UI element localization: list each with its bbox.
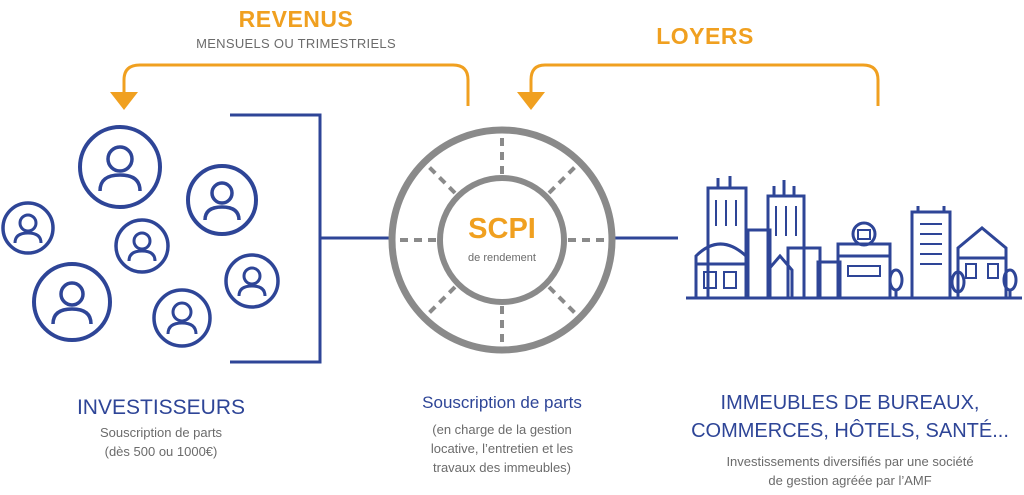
buildings-line1: Investissements diversifiés par une soci… (726, 454, 974, 469)
user-icon (152, 288, 212, 348)
investors-line1: Souscription de parts (99, 425, 223, 440)
scpi-caption-line2: locative, l’entretien et les (430, 441, 574, 456)
scpi-caption-title: Souscription de parts (422, 393, 582, 412)
scpi-caption-line1: (en charge de la gestion (432, 422, 572, 437)
user-icon (114, 218, 170, 274)
revenus-title: REVENUS (238, 6, 354, 32)
shopping-bag-icon (851, 221, 877, 247)
loyers-arrow (517, 63, 880, 110)
user-icon (32, 262, 112, 342)
scpi-subtitle: de rendement (468, 252, 536, 264)
scpi-caption-line3: travaux des immeubles) (433, 460, 571, 475)
buildings-title-line1: IMMEUBLES DE BUREAUX, (720, 392, 980, 414)
user-icon (1, 201, 55, 255)
investor-icons (1, 125, 280, 348)
revenus-arrow (110, 63, 470, 110)
investors-bracket (230, 113, 392, 364)
arrow-down-icon (110, 92, 138, 110)
buildings-title-line2: COMMERCES, HÔTELS, SANTÉ... (691, 420, 1009, 442)
user-icon (224, 253, 280, 309)
investors-title: INVESTISSEURS (76, 396, 246, 419)
arrow-down-icon (517, 92, 545, 110)
investors-line2: (dès 500 ou 1000€) (104, 444, 218, 459)
scpi-title: SCPI (468, 213, 536, 245)
city-buildings-icon (686, 176, 1022, 300)
loyers-title: LOYERS (656, 23, 754, 49)
user-icon (186, 164, 258, 236)
user-icon (78, 125, 162, 209)
revenus-subtitle: MENSUELS OU TRIMESTRIELS (196, 36, 396, 51)
scpi-disc (388, 126, 616, 354)
buildings-line2: de gestion agréée par l’AMF (768, 473, 932, 488)
